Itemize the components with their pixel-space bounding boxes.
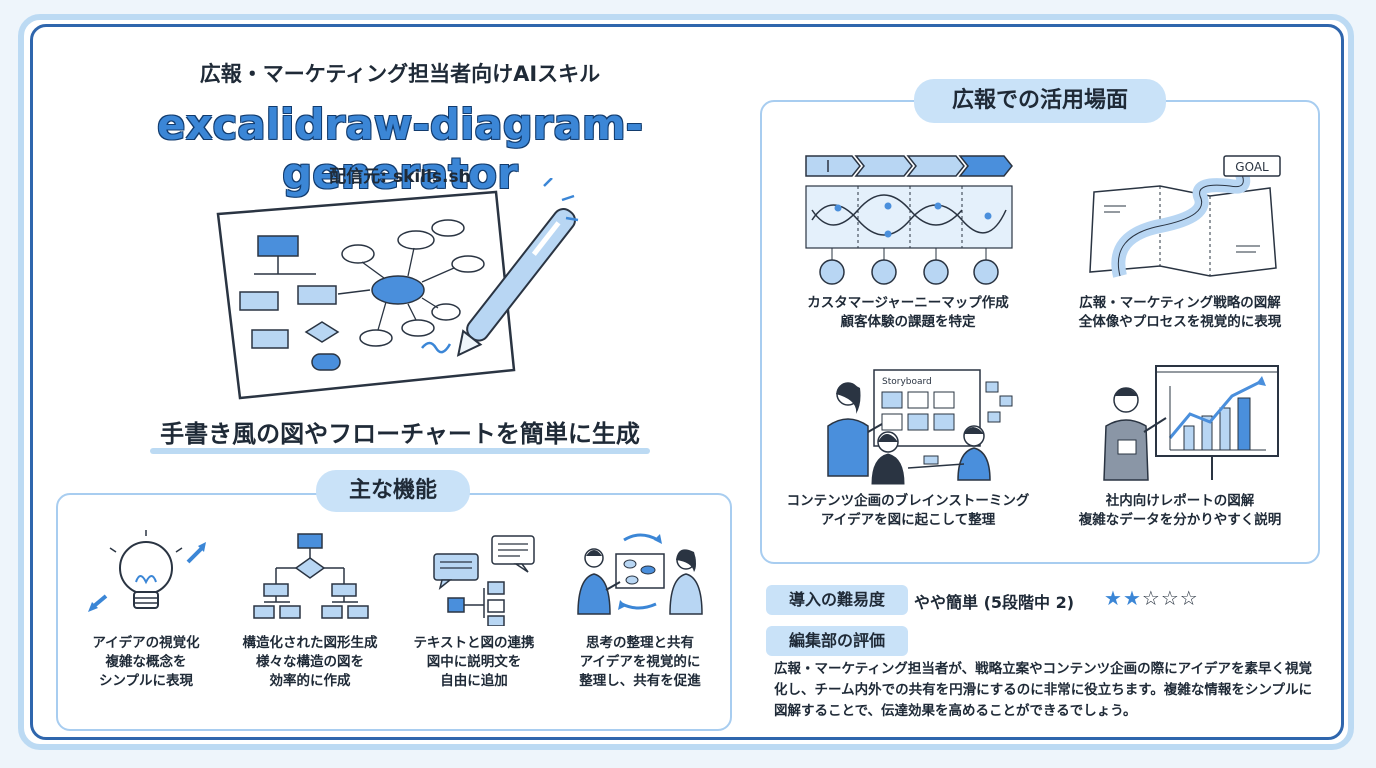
- feature-title: 思考の整理と共有: [586, 635, 694, 651]
- use-brainstorming: Storyboard コンテンツ企画のブレインストーミング ア: [778, 356, 1038, 530]
- collaboration-icon: [577, 533, 703, 615]
- use-title: 社内向けレポートの図解: [1105, 493, 1255, 509]
- feature-desc: 複雑な概念を: [105, 654, 187, 670]
- use-internal-report: 社内向けレポートの図解 複雑なデータを分かりやすく説明: [1050, 356, 1310, 530]
- brainstorming-icon: Storyboard: [827, 369, 1013, 485]
- goal-label: GOAL: [1235, 160, 1269, 174]
- star-empty-icon: ☆: [1141, 586, 1161, 610]
- uses-title: 広報での活用場面: [914, 79, 1166, 123]
- feature-desc: 整理し、共有を促進: [579, 673, 701, 689]
- inner-frame: [30, 24, 1344, 740]
- journey-map-icon: [805, 155, 1013, 285]
- use-title: コンテンツ企画のブレインストーミング: [786, 493, 1030, 509]
- difficulty-stars: ★★☆☆☆: [1104, 586, 1199, 610]
- strategy-map-icon: GOAL: [1089, 155, 1281, 278]
- subtitle: 広報・マーケティング担当者向けAIスキル: [199, 62, 601, 86]
- page-title: excalidraw-diagram-generator: [156, 100, 644, 198]
- star-empty-icon: ☆: [1179, 586, 1199, 610]
- hero-diagram-illustration: [216, 178, 579, 400]
- feature-desc: 様々な構造の図を: [256, 654, 364, 670]
- flowchart-icon: [253, 533, 369, 619]
- distributor-label: 配信元: skills.sh: [329, 167, 471, 187]
- use-desc: 顧客体験の課題を特定: [840, 314, 976, 330]
- features-title: 主な機能: [316, 470, 470, 512]
- star-filled-icon: ★: [1104, 586, 1123, 610]
- use-title: カスタマージャーニーマップ作成: [807, 295, 1009, 311]
- feature-desc: 図中に説明文を: [426, 654, 522, 670]
- storyboard-label: Storyboard: [882, 377, 932, 387]
- feature-title: テキストと図の連携: [413, 635, 535, 651]
- feature-structured-shapes: 構造化された図形生成 様々な構造の図を 効率的に作成: [230, 530, 390, 691]
- use-desc: 複雑なデータを分かりやすく説明: [1078, 512, 1282, 528]
- difficulty-label: 導入の難易度: [766, 585, 908, 615]
- star-empty-icon: ☆: [1160, 586, 1180, 610]
- evaluation-label: 編集部の評価: [766, 626, 908, 656]
- feature-desc: アイデアを視覚的に: [579, 654, 701, 670]
- tagline-underline: [150, 448, 650, 454]
- lightbulb-icon: [88, 530, 206, 612]
- feature-organize-share: 思考の整理と共有 アイデアを視覚的に 整理し、共有を促進: [560, 530, 720, 691]
- use-title: 広報・マーケティング戦略の図解: [1079, 295, 1281, 311]
- feature-desc: 効率的に作成: [269, 673, 351, 689]
- star-filled-icon: ★: [1122, 586, 1142, 610]
- report-presentation-icon: [1103, 365, 1279, 481]
- feature-visualize: アイデアの視覚化 複雑な概念を シンプルに表現: [66, 530, 226, 691]
- tagline: 手書き風の図やフローチャートを簡単に生成: [160, 420, 640, 448]
- difficulty-value: やや簡単 (5段階中 2): [914, 593, 1075, 612]
- use-desc: 全体像やプロセスを視覚的に表現: [1078, 314, 1282, 330]
- feature-text-diagram-link: テキストと図の連携 図中に説明文を 自由に追加: [394, 530, 554, 691]
- use-customer-journey: カスタマージャーニーマップ作成 顧客体験の課題を特定: [778, 150, 1038, 332]
- feature-title: 構造化された図形生成: [242, 635, 378, 651]
- feature-title: アイデアの視覚化: [92, 635, 200, 651]
- feature-desc: 自由に追加: [440, 673, 508, 689]
- use-strategy-diagram: GOAL 広報・マーケティング戦略の図解 全体像やプロセスを視覚的に表現: [1050, 150, 1310, 332]
- use-desc: アイデアを図に起こして整理: [820, 512, 996, 528]
- chat-diagram-icon: [433, 535, 535, 626]
- evaluation-text: 広報・マーケティング担当者が、戦略立案やコンテンツ企画の際にアイデアを素早く視覚…: [774, 661, 1312, 719]
- feature-desc: シンプルに表現: [98, 673, 194, 689]
